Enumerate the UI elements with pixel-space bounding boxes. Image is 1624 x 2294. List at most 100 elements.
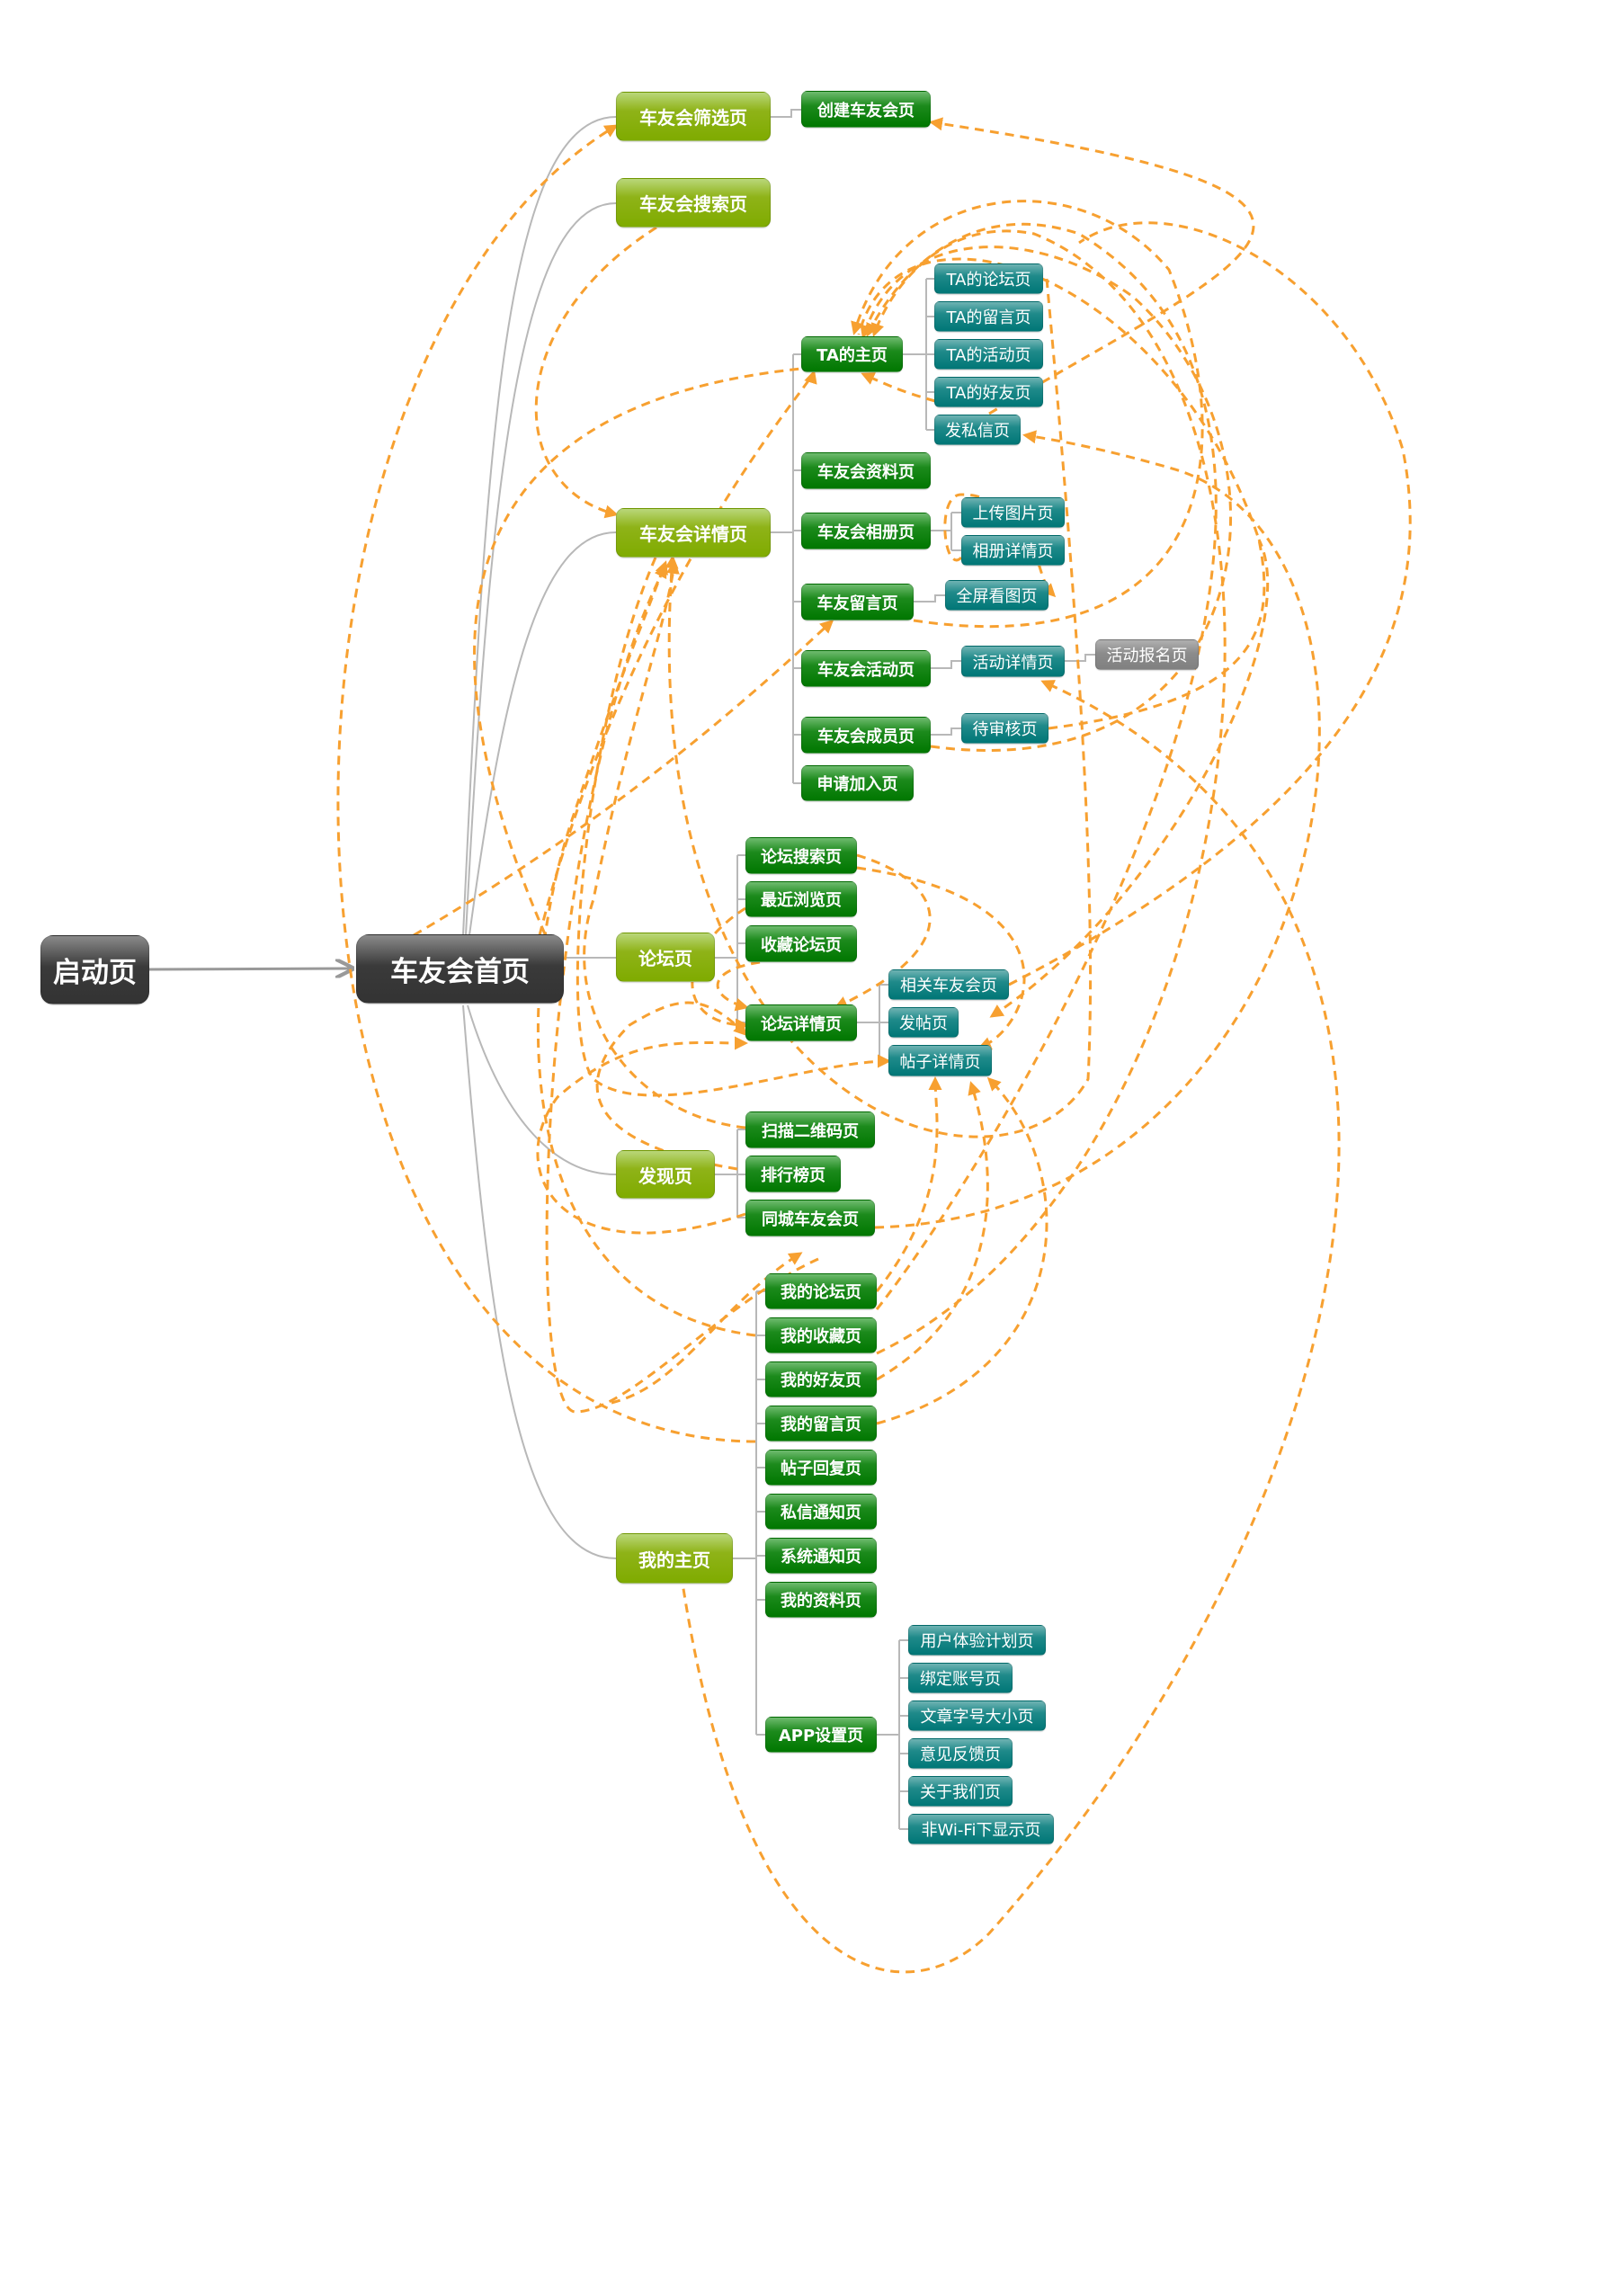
node-ta-activities[interactable]: TA的活动页 (934, 339, 1043, 370)
node-favorite-forums[interactable]: 收藏论坛页 (745, 925, 857, 962)
node-my-messages[interactable]: 我的留言页 (765, 1406, 877, 1442)
node-label: 我的主页 (638, 1549, 710, 1571)
node-label: 车友会详情页 (639, 523, 747, 545)
home-to-filter-connector (462, 116, 617, 936)
detail-branch-connector (771, 353, 801, 784)
node-club-album[interactable]: 车友会相册页 (801, 513, 931, 549)
node-club-profile[interactable]: 车友会资料页 (801, 452, 931, 489)
node-club-activities[interactable]: 车友会活动页 (801, 650, 931, 687)
node-recent-browse[interactable]: 最近浏览页 (745, 881, 857, 917)
node-launch-page[interactable]: 启动页 (40, 935, 149, 1004)
node-member-messages[interactable]: 车友留言页 (801, 584, 914, 620)
jump-links (336, 117, 1412, 1974)
node-about-us[interactable]: 关于我们页 (908, 1776, 1013, 1807)
jump-link (857, 257, 1266, 730)
node-local-clubs[interactable]: 同城车友会页 (745, 1200, 875, 1236)
node-system-notifications[interactable]: 系统通知页 (765, 1538, 877, 1574)
node-app-settings[interactable]: APP设置页 (765, 1717, 877, 1753)
node-label: APP设置页 (778, 1727, 864, 1745)
node-my-home[interactable]: 我的主页 (616, 1533, 733, 1584)
node-label: 车友会相册页 (817, 522, 915, 542)
node-font-size[interactable]: 文章字号大小页 (908, 1700, 1046, 1731)
node-label: TA的主页 (816, 346, 888, 365)
node-label: 帖子回复页 (781, 1459, 861, 1478)
node-post-replies[interactable]: 帖子回复页 (765, 1450, 877, 1486)
node-club-members[interactable]: 车友会成员页 (801, 717, 931, 754)
node-label: 我的留言页 (781, 1415, 861, 1434)
jump-link (860, 245, 1233, 752)
home-to-mine-connector (462, 1004, 617, 1559)
node-ta-forum[interactable]: TA的论坛页 (934, 263, 1043, 294)
node-label: 私信通知页 (781, 1504, 861, 1522)
node-label: 活动详情页 (972, 653, 1054, 673)
node-forum-search[interactable]: 论坛搜索页 (745, 837, 857, 874)
node-my-profile[interactable]: 我的资料页 (765, 1582, 877, 1618)
node-label: 文章字号大小页 (920, 1708, 1034, 1727)
node-send-private-message[interactable]: 发私信页 (934, 415, 1021, 445)
node-pending-review[interactable]: 待审核页 (961, 713, 1048, 744)
node-album-detail[interactable]: 相册详情页 (961, 535, 1065, 566)
node-apply-join[interactable]: 申请加入页 (801, 765, 914, 801)
jump-link (583, 560, 746, 1129)
node-ta-messages[interactable]: TA的留言页 (934, 301, 1043, 332)
node-label: 发帖页 (899, 1014, 948, 1033)
node-upload-photo[interactable]: 上传图片页 (961, 497, 1065, 528)
node-discover[interactable]: 发现页 (616, 1150, 715, 1199)
node-label: 系统通知页 (781, 1548, 861, 1567)
jump-link (691, 906, 749, 1032)
node-ta-friends[interactable]: TA的好友页 (934, 377, 1043, 407)
node-club-filter[interactable]: 车友会筛选页 (616, 92, 771, 141)
node-label: 最近浏览页 (761, 891, 842, 910)
node-fullscreen-photo[interactable]: 全屏看图页 (945, 580, 1048, 611)
jump-link (834, 853, 932, 1009)
node-label: TA的活动页 (946, 346, 1031, 365)
node-label: 我的好友页 (781, 1371, 861, 1390)
jump-link (536, 1036, 748, 1235)
node-related-clubs[interactable]: 相关车友会页 (888, 969, 1009, 1000)
node-feedback[interactable]: 意见反馈页 (908, 1738, 1013, 1769)
node-label: 非Wi-Fi下显示页 (921, 1821, 1041, 1840)
node-forum[interactable]: 论坛页 (616, 933, 715, 982)
node-forum-detail[interactable]: 论坛详情页 (745, 1004, 857, 1041)
node-post-detail[interactable]: 帖子详情页 (888, 1045, 992, 1076)
node-new-post[interactable]: 发帖页 (888, 1007, 959, 1038)
settings-branch-connector (877, 1639, 908, 1830)
node-label: 发现页 (638, 1165, 692, 1187)
jump-link (595, 1001, 748, 1171)
node-my-favorites[interactable]: 我的收藏页 (765, 1317, 877, 1353)
node-activity-detail[interactable]: 活动详情页 (961, 646, 1065, 677)
jump-link (336, 124, 756, 1443)
jump-link (876, 1081, 989, 1381)
node-club-detail[interactable]: 车友会详情页 (616, 508, 771, 558)
node-label: 活动报名页 (1106, 647, 1188, 665)
node-label: 车友会成员页 (817, 727, 915, 746)
node-club-search[interactable]: 车友会搜索页 (616, 178, 771, 228)
node-label: 用户体验计划页 (920, 1632, 1034, 1651)
filter-to-create-connector (771, 109, 801, 118)
node-activity-signup[interactable]: 活动报名页 (1095, 639, 1199, 670)
node-ux-program[interactable]: 用户体验计划页 (908, 1625, 1046, 1656)
node-label: 车友会筛选页 (639, 107, 747, 129)
node-label: 车友会资料页 (817, 462, 915, 482)
node-dm-notifications[interactable]: 私信通知页 (765, 1494, 877, 1530)
root-to-home-connector (148, 968, 352, 969)
node-label: 申请加入页 (816, 775, 898, 794)
node-create-club[interactable]: 创建车友会页 (801, 91, 931, 128)
jump-link (545, 564, 819, 1414)
node-ta-home[interactable]: TA的主页 (801, 336, 903, 372)
node-club-home[interactable]: 车友会首页 (356, 934, 564, 1004)
node-label: 帖子详情页 (899, 1052, 981, 1072)
node-scan-qr[interactable]: 扫描二维码页 (745, 1111, 875, 1148)
node-my-forum[interactable]: 我的论坛页 (765, 1273, 877, 1309)
node-bind-account[interactable]: 绑定账号页 (908, 1663, 1013, 1693)
node-my-friends[interactable]: 我的好友页 (765, 1361, 877, 1397)
home-to-search-connector (465, 202, 617, 936)
node-label: 车友留言页 (816, 594, 898, 613)
node-non-wifi-display[interactable]: 非Wi-Fi下显示页 (908, 1814, 1054, 1844)
node-label: 全屏看图页 (956, 587, 1038, 606)
node-rankings[interactable]: 排行榜页 (745, 1156, 841, 1192)
jump-link (851, 200, 1204, 629)
jump-link (870, 229, 1227, 1355)
forum-detail-branch-connector (857, 984, 888, 1061)
